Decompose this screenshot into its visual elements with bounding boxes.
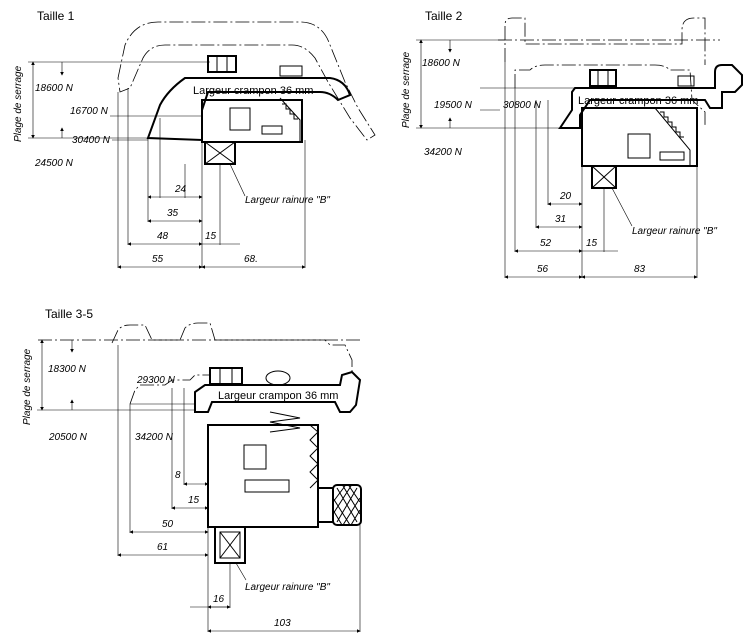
size2-clamp-arm — [558, 64, 743, 129]
size2-serration — [654, 107, 691, 166]
size3-force-4: 34200 N — [135, 432, 174, 443]
size2-logo-icon — [627, 133, 651, 159]
size2-dim-20: 20 — [559, 191, 572, 202]
size3-clamping-range-label: Plage de serrage — [22, 348, 33, 425]
size3-dim-103: 103 — [274, 618, 291, 629]
size3-dim-50: 50 — [162, 519, 174, 530]
size1-force-3: 30400 N — [72, 135, 111, 146]
size3-force-2: 29300 N — [136, 375, 176, 386]
size1-bolt-head — [207, 55, 237, 73]
size2-force-1: 18600 N — [422, 58, 461, 69]
size3-rail-outline-mid — [129, 374, 210, 405]
size2-label-plate — [659, 151, 685, 161]
size2-dim-83: 83 — [634, 264, 646, 275]
size2-groove-label: Largeur rainure "B" — [632, 226, 717, 237]
size2-force-3: 30800 N — [503, 100, 542, 111]
size1-title: Taille 1 — [37, 9, 75, 23]
size1-dim-35: 35 — [167, 208, 179, 219]
size2-clamping-range-label: Plage de serrage — [401, 51, 412, 128]
size3-dim-61: 61 — [157, 542, 168, 553]
size3-serration — [309, 424, 319, 489]
size3-screw — [265, 370, 291, 386]
size2-rail-outline-top — [504, 17, 706, 65]
size1-label-plate — [261, 125, 283, 135]
size2-screw — [677, 75, 695, 87]
size1-teeth — [282, 103, 298, 120]
size3-dim-16: 16 — [213, 594, 225, 605]
size1-serration — [279, 97, 301, 142]
size3-dim-15: 15 — [188, 495, 200, 506]
size1-force-2: 16700 N — [70, 106, 109, 117]
size2-force-2: 19500 N — [434, 100, 473, 111]
size3-knurled-knob — [332, 484, 362, 526]
size2-title: Taille 2 — [425, 9, 463, 23]
size2-rail-outline-mid — [514, 64, 706, 125]
size3-knurl-pattern — [332, 485, 361, 526]
size3-clamp-block — [207, 424, 319, 528]
size1-dim-68: 68. — [244, 254, 258, 265]
size1-clamp-width-label: Largeur crampon 36 mm — [193, 85, 313, 97]
size3-logo-icon — [243, 444, 267, 470]
size2-clamp-block — [581, 107, 698, 167]
size2-force-4: 34200 N — [424, 147, 463, 158]
size1-clamp-block — [201, 99, 303, 143]
size3-dim-8: 8 — [175, 470, 181, 481]
size1-groove-label: Largeur rainure "B" — [245, 195, 330, 206]
size3-spring — [269, 411, 301, 433]
size2-dim-15: 15 — [586, 238, 598, 249]
size1-force-1: 18600 N — [35, 83, 74, 94]
size2-dim-52: 52 — [540, 238, 552, 249]
size3-bolt-head — [209, 367, 243, 385]
size1-dim-24: 24 — [174, 184, 187, 195]
size1-force-4: 24500 N — [34, 158, 74, 169]
size1-dim-48: 48 — [157, 231, 169, 242]
size1-clamp-arm — [146, 77, 352, 142]
size2-teeth — [660, 111, 684, 138]
size2-dim-56: 56 — [537, 264, 549, 275]
size3-drawing: Taille 3-5 Largeur crampon 36 mm Plage d… — [22, 307, 362, 633]
size3-force-1: 18300 N — [48, 364, 87, 375]
size2-clamp-width-label: Largeur crampon 36 mm — [578, 95, 698, 107]
size1-dim-55: 55 — [152, 254, 164, 265]
size3-rail-outline-top — [111, 322, 353, 372]
size1-clamping-range-label: Plage de serrage — [13, 65, 24, 142]
size1-logo-icon — [229, 107, 251, 131]
size1-drawing: Taille 1 Largeur crampon 36 mm Plage de … — [13, 9, 376, 269]
size3-clamp-width-label: Largeur crampon 36 mm — [218, 390, 338, 402]
size3-groove-label: Largeur rainure "B" — [245, 582, 330, 593]
size1-screw — [279, 65, 303, 77]
size2-drawing: Taille 2 Largeur crampon 36 mm Plage de … — [401, 9, 743, 279]
size3-knob-collar — [317, 487, 334, 523]
size1-dim-15: 15 — [205, 231, 217, 242]
size1-rail-outline — [117, 21, 376, 141]
size2-dim-31: 31 — [555, 214, 566, 225]
size2-bolt-head — [589, 69, 617, 87]
size3-title: Taille 3-5 — [45, 307, 93, 321]
size3-force-3: 20500 N — [48, 432, 88, 443]
size3-label-plate — [244, 479, 290, 493]
